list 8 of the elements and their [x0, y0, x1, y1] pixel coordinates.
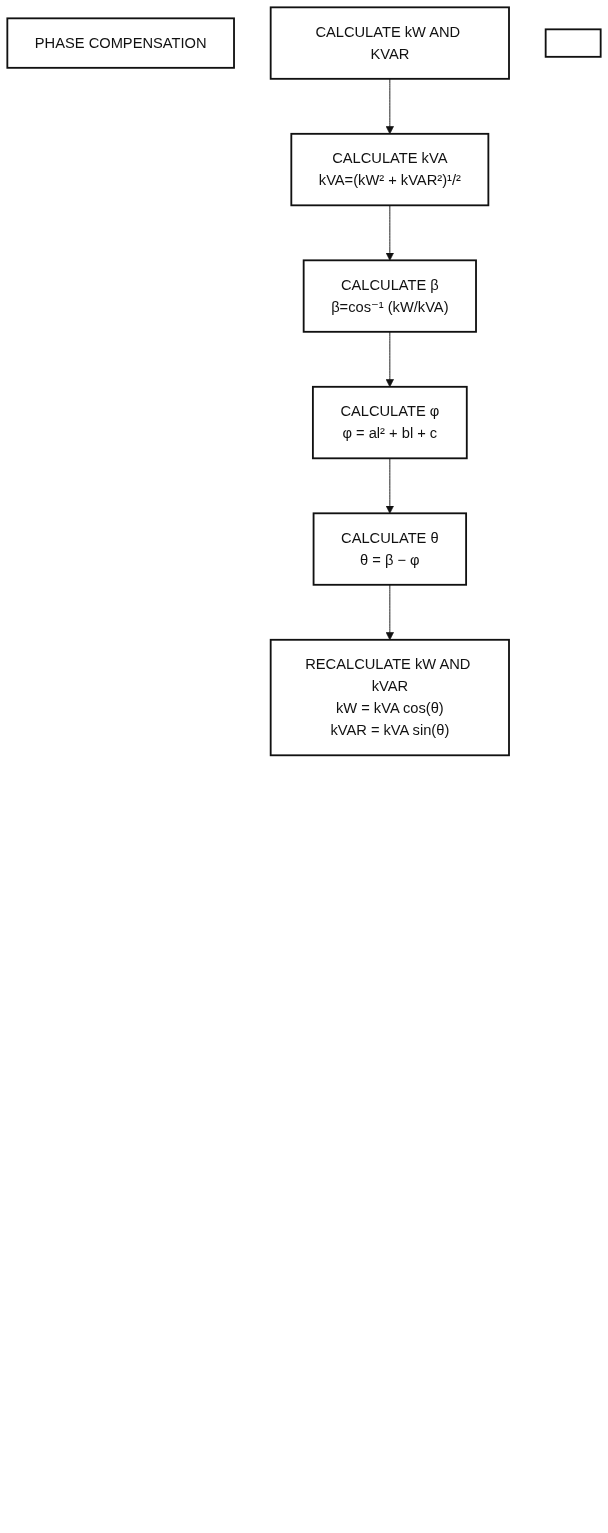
node-box	[544, 28, 602, 58]
node-box: CALCULATE φ φ = al² + bl + c	[311, 385, 468, 460]
node-box: PHASE COMPENSATION	[6, 17, 235, 69]
node-box: CALCULATE θ θ = β − φ	[312, 512, 467, 586]
node-box: CALCULATE kW AND KVAR	[269, 6, 510, 80]
node-box: CALCULATE β β=cos⁻¹ (kW/kVA)	[302, 259, 477, 333]
node-box: CALCULATE kVA kVA=(kW² + kVAR²)¹/²	[290, 132, 490, 207]
node-box: RECALCULATE kW AND kVAR kW = kVA cos(θ) kVAR = kVA sin(θ)	[269, 638, 510, 757]
